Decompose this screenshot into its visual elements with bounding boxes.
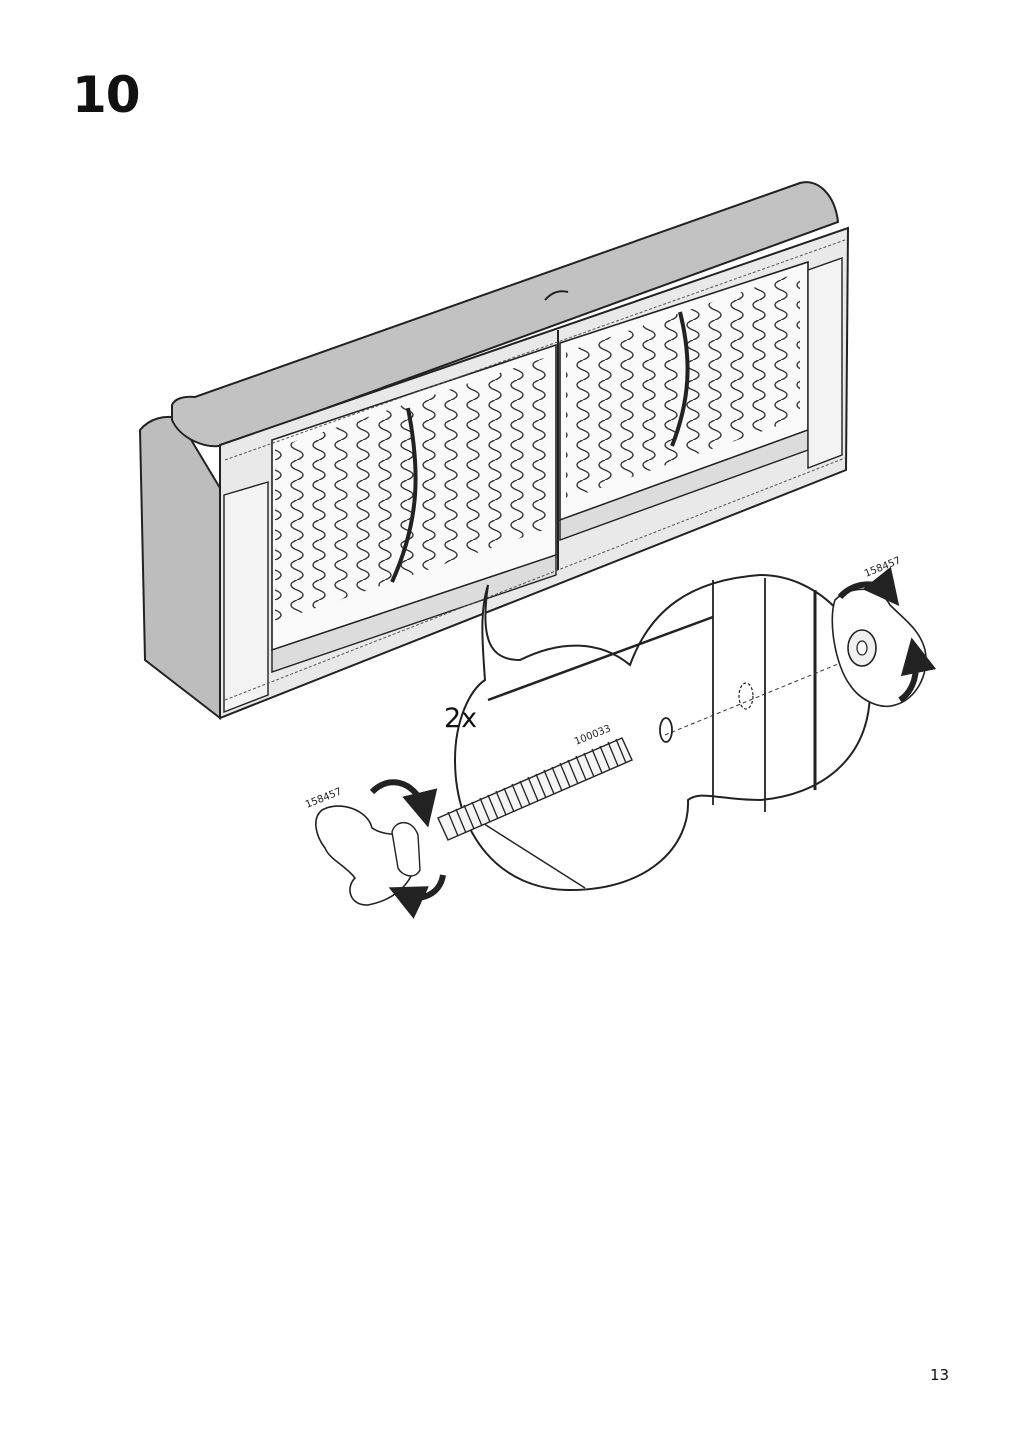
sofa-back <box>138 181 850 721</box>
page-number: 13 <box>930 1366 950 1384</box>
part-number-wing-nut-right: 158457 <box>863 555 903 580</box>
quantity-label: 2x <box>444 703 477 734</box>
step-number: 10 <box>72 66 141 124</box>
wing-nut-right <box>831 566 937 707</box>
detail-callout <box>453 573 872 892</box>
wing-nut-left <box>315 779 446 919</box>
threaded-bolt <box>437 717 673 841</box>
